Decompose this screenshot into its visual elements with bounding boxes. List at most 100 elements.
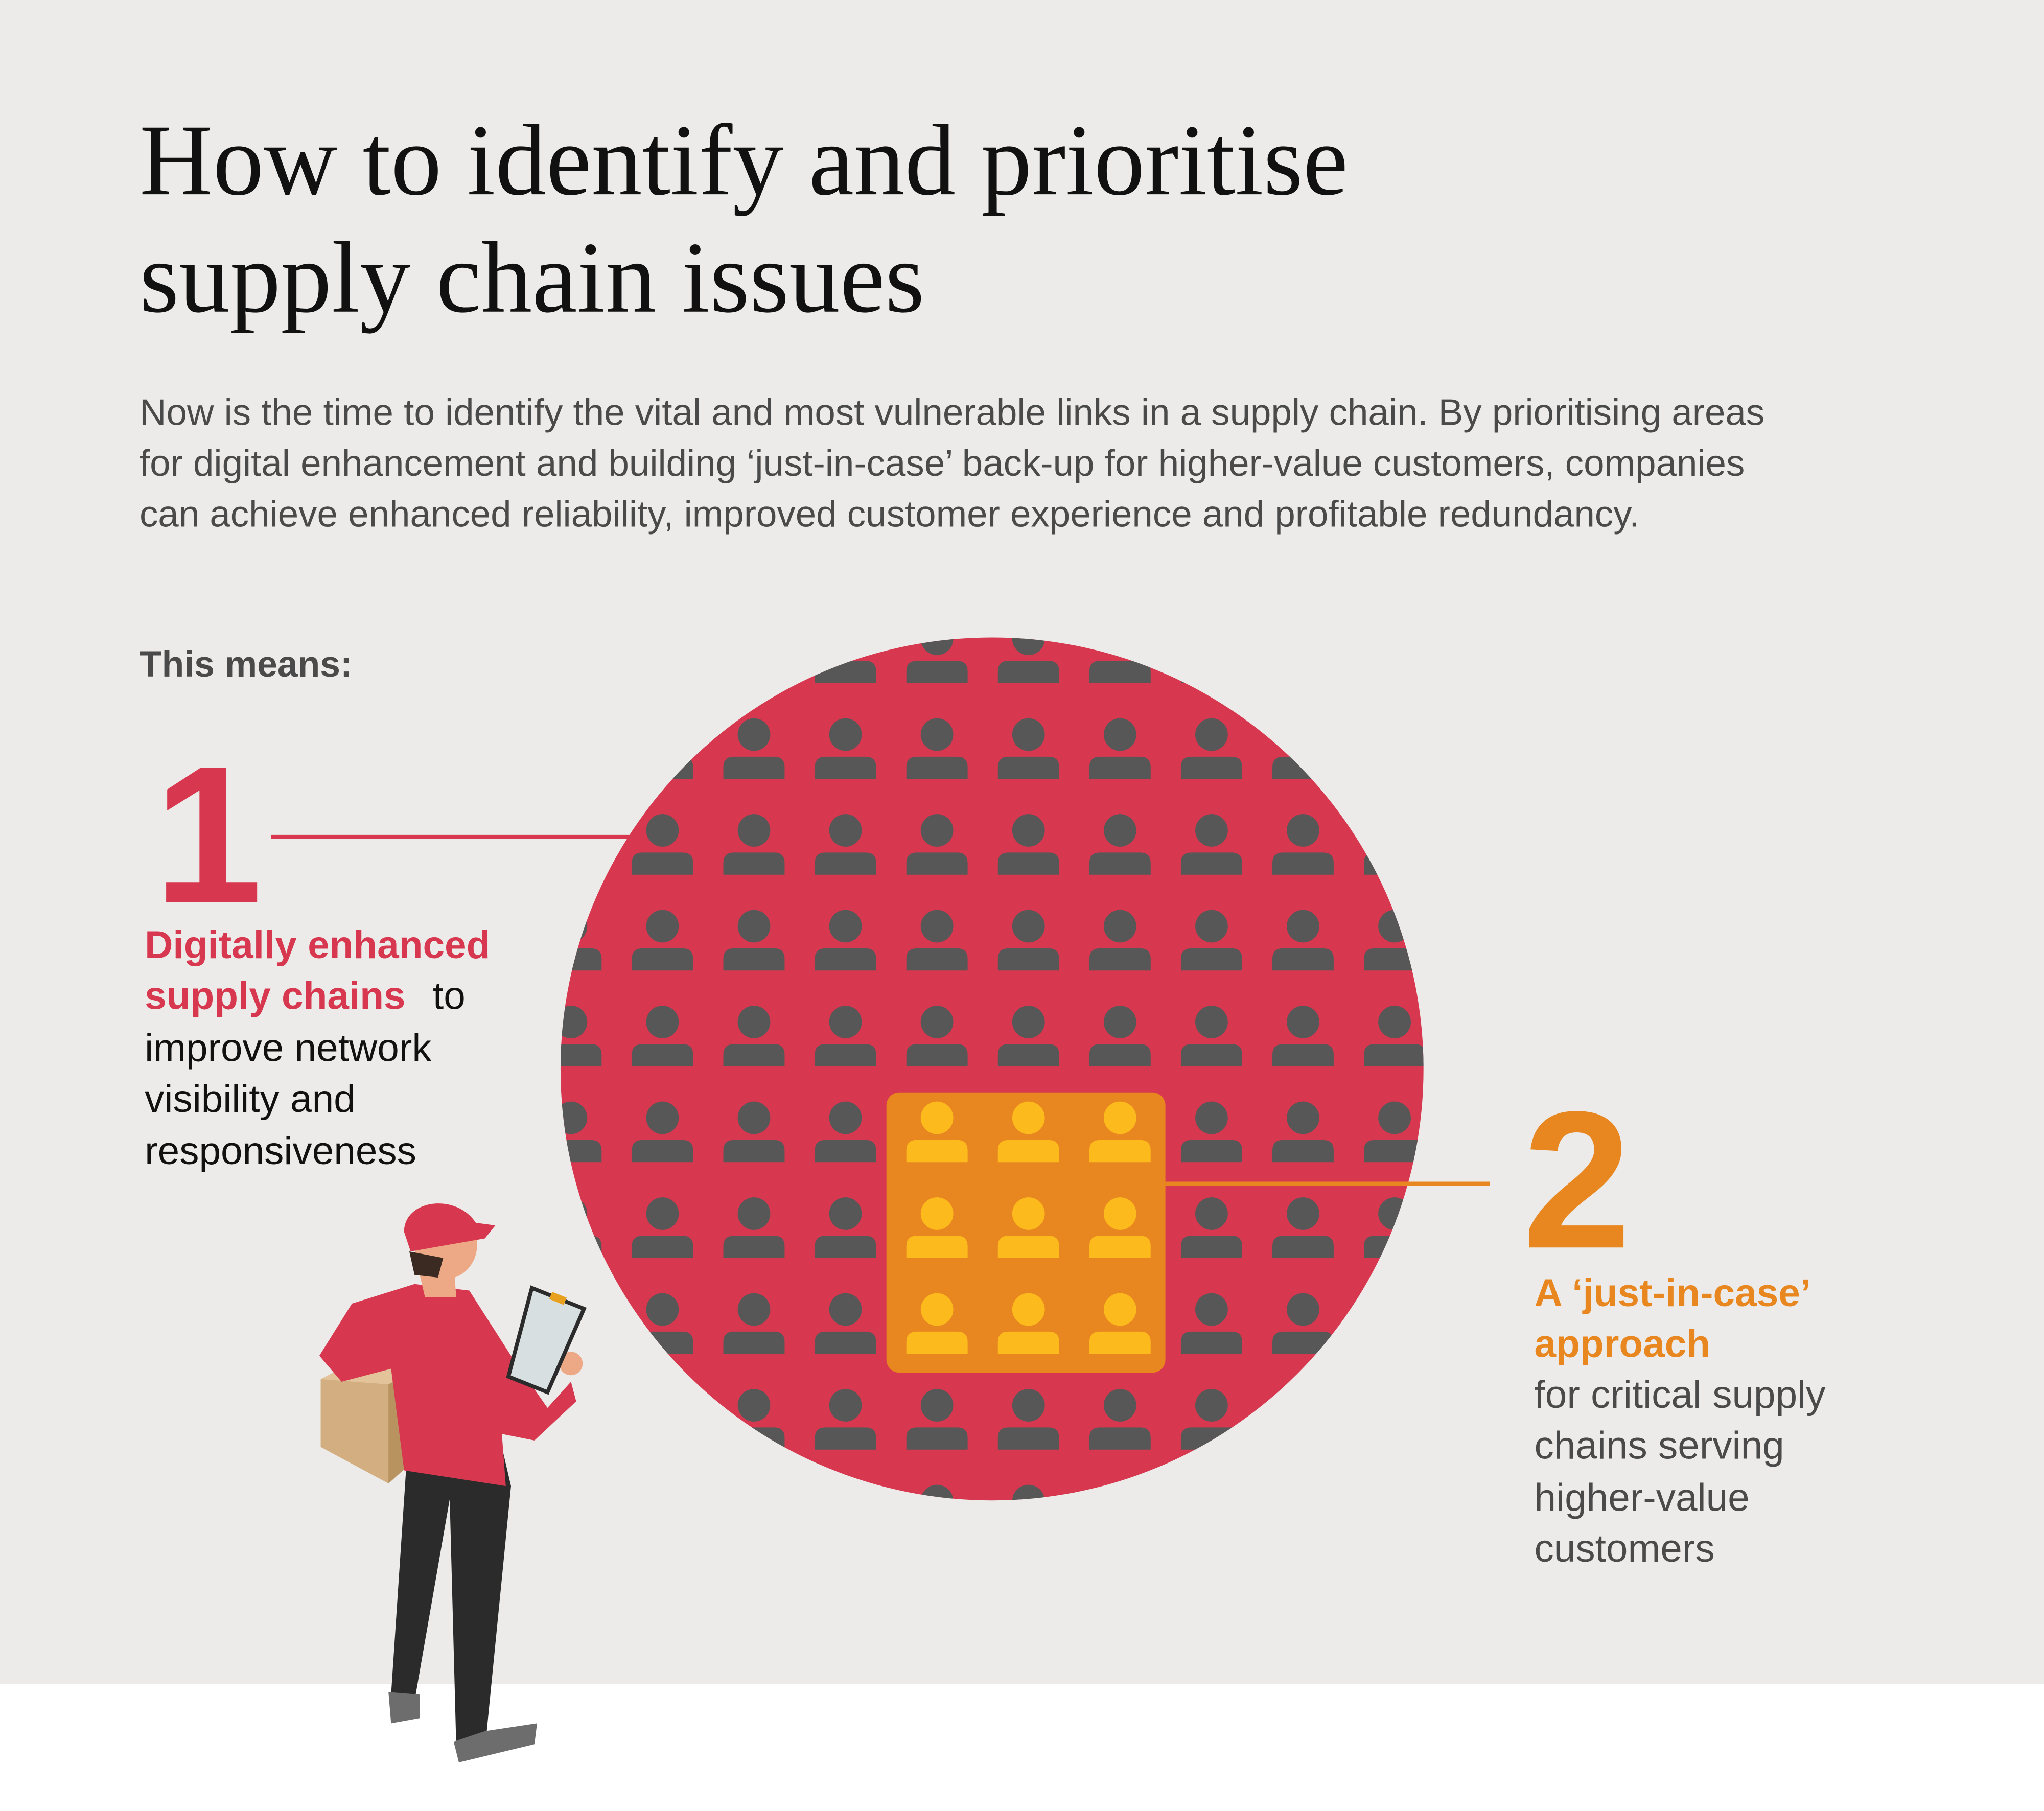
person-icon [723, 718, 785, 779]
person-icon [723, 1293, 785, 1354]
person-icon [1089, 1389, 1151, 1450]
person-icon [815, 910, 876, 971]
person-icon [560, 1484, 588, 1501]
person-icon [998, 527, 1059, 588]
person-icon [906, 1293, 968, 1354]
point-1-rest-a: to [432, 975, 466, 1018]
shoe-icon [388, 1692, 420, 1724]
title-line-2: supply chain issues [139, 220, 925, 334]
this-means-label: This means: [139, 644, 353, 685]
person-icon [1089, 1101, 1151, 1163]
point-1-highlight: Digitally enhanced supply chains [145, 924, 491, 1019]
person-icon [1180, 1197, 1242, 1258]
person-icon [1180, 1101, 1242, 1163]
person-icon [1364, 637, 1424, 683]
person-icon [1272, 910, 1334, 971]
person-icon [1089, 718, 1151, 779]
person-icon [1364, 1101, 1424, 1163]
person-icon [815, 527, 876, 588]
person-icon [724, 527, 785, 588]
point-1-text: Digitally enhanced supply chains [145, 920, 536, 1023]
person-icon [829, 1484, 862, 1501]
person-icon [1272, 1197, 1334, 1258]
person-icon [997, 814, 1059, 875]
person-icon [1180, 718, 1242, 779]
person-icon [906, 718, 968, 779]
highlight-box [886, 1092, 1166, 1373]
person-icon [449, 718, 510, 779]
person-icon [1180, 637, 1242, 683]
person-icon [906, 1006, 968, 1066]
person-icon [540, 527, 601, 588]
person-icon [1012, 1484, 1045, 1501]
person-icon [1287, 1484, 1319, 1501]
person-icon [1181, 527, 1242, 588]
person-icon [1180, 1006, 1242, 1066]
person-icon [632, 527, 693, 588]
person-icon [632, 814, 693, 875]
person-icon [1180, 910, 1242, 971]
person-icon [1455, 527, 1517, 588]
person-icon [1364, 1293, 1424, 1354]
person-icon [1455, 622, 1517, 683]
person-icon [646, 1484, 679, 1501]
person-icon [723, 637, 785, 683]
page-title: How to identify and prioritise supply ch… [140, 102, 1348, 336]
person-icon [632, 1101, 693, 1163]
person-icon [1455, 1389, 1517, 1450]
person-icon [906, 1197, 968, 1258]
person-icon [1089, 814, 1151, 875]
person-icon [1103, 1484, 1136, 1501]
person-icon [560, 814, 602, 875]
shoe-icon [453, 1723, 538, 1762]
person-icon [632, 910, 693, 971]
person-icon [1089, 527, 1151, 588]
person-icon [1364, 1389, 1424, 1450]
person-icon [1455, 814, 1517, 875]
person-icon [997, 1197, 1059, 1258]
person-icon [723, 814, 785, 875]
intro-paragraph: Now is the time to identify the vital an… [139, 392, 1765, 536]
person-icon [815, 718, 876, 779]
person-icon [815, 1101, 876, 1163]
person-icon [1455, 1102, 1517, 1163]
person-icon [920, 1484, 954, 1501]
person-icon [907, 527, 968, 588]
person-icon [815, 1006, 876, 1066]
person-icon [1272, 814, 1334, 875]
clipboard-icon [506, 1285, 587, 1395]
person-icon [1089, 910, 1151, 971]
person-icon [1195, 1484, 1228, 1501]
person-icon [1455, 910, 1517, 971]
point-1-rest: improve network visibility and responsiv… [145, 1027, 432, 1173]
person-icon [906, 814, 968, 875]
person-icon [1455, 1197, 1517, 1258]
title-line-1: How to identify and prioritise [139, 103, 1349, 217]
person-icon [449, 814, 510, 875]
person-icon [723, 1101, 785, 1163]
person-icon [815, 1389, 876, 1450]
person-icon [1378, 1484, 1411, 1501]
person-icon [815, 1293, 876, 1354]
person-icon [723, 1006, 785, 1066]
person-icon [815, 814, 876, 875]
person-icon [1272, 1101, 1334, 1163]
person-icon [815, 1197, 876, 1258]
person-icon [1364, 814, 1424, 875]
person-icon [1089, 1006, 1151, 1066]
person-icon [1455, 1293, 1517, 1354]
point-2-rest: for critical supply chains serving highe… [1534, 1374, 1826, 1571]
person-icon [1364, 1006, 1424, 1066]
person-icon [1272, 1293, 1334, 1354]
person-icon [1455, 718, 1517, 779]
person-icon [997, 1389, 1059, 1450]
person-icon [906, 1389, 968, 1450]
person-icon [449, 622, 510, 683]
point-1-number: 1 [154, 725, 263, 944]
person-icon [1272, 718, 1334, 779]
person-icon [723, 910, 785, 971]
person-icon [1272, 637, 1334, 683]
person-icon [1089, 1293, 1151, 1354]
